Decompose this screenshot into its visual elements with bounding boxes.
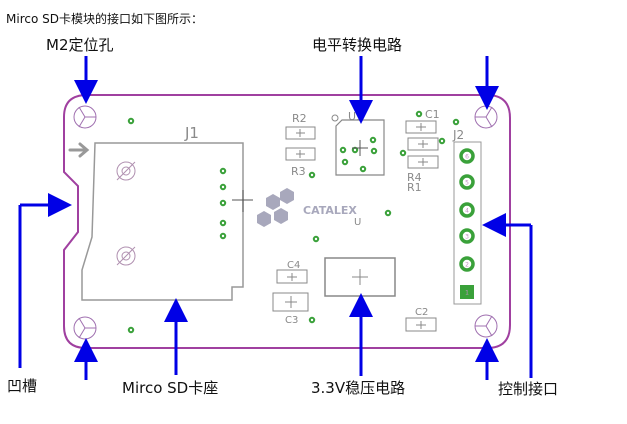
resistor-r2 (285, 126, 316, 140)
header-pin-label: 3 (465, 234, 469, 241)
crosshair-u1 (352, 140, 368, 156)
designator-j1: J1 (184, 124, 199, 142)
brand-text: CATALEX (303, 204, 357, 217)
capacitor-c4 (276, 269, 308, 284)
capacitor-c2 (405, 317, 437, 332)
mounting-hole-bottom-right (474, 314, 498, 338)
header-pin-1 (460, 285, 474, 299)
board-edge (63, 94, 511, 349)
resistor-r3 (285, 147, 316, 161)
sd-socket-post-top (116, 161, 136, 181)
header-pin-5 (459, 174, 475, 190)
header-pin-3 (459, 228, 475, 244)
vias (127, 110, 460, 334)
level-shifter-ic (335, 119, 385, 176)
designator-c4: C4 (287, 260, 300, 271)
label-sd-socket: Mirco SD卡座 (122, 379, 219, 397)
resistor-r4 (407, 137, 439, 151)
designator-r1: R1 (407, 181, 422, 194)
designator-r4: R4 (407, 171, 422, 184)
header-pin-label: 1 (465, 290, 469, 297)
label-control-interface: 控制接口 (498, 380, 559, 398)
resistor-r1 (407, 155, 439, 169)
label-regulator: 3.3V稳压电路 (311, 379, 406, 397)
designator-u: U (354, 217, 361, 228)
crosshair-j1 (232, 190, 253, 212)
designator-r3: R3 (291, 165, 306, 178)
capacitor-c3 (272, 292, 309, 312)
designator-c3: C3 (285, 315, 298, 326)
header-pin-label: 5 (465, 180, 469, 187)
pin1-marker (331, 114, 339, 122)
catalex-logo-icon (257, 188, 294, 227)
insert-direction-icon (68, 142, 90, 158)
header-pin-4 (459, 202, 475, 218)
label-level-shifter: 电平转换电路 (312, 36, 403, 54)
header-pin-2 (459, 256, 475, 272)
mounting-hole-top-left (73, 105, 97, 129)
diagram-caption: Mirco SD卡模块的接口如下图所示： (6, 12, 203, 26)
annotation-arrows (18, 56, 533, 380)
header-pin-label: 6 (465, 154, 469, 161)
header-pin-6 (459, 148, 475, 164)
label-notch: 凹槽 (7, 377, 38, 395)
control-header-outline (453, 141, 482, 305)
designator-c1: C1 (425, 108, 440, 121)
control-header-pins: 6 5 4 3 2 1 (459, 148, 475, 299)
designator-r2: R2 (292, 112, 307, 125)
header-pin-label: 4 (465, 208, 469, 215)
designator-c2: C2 (415, 307, 428, 318)
label-mounting-hole: M2定位孔 (46, 36, 114, 54)
designator-j2: J2 (452, 128, 464, 142)
sd-socket-post-bottom (116, 246, 136, 266)
capacitor-c1 (405, 120, 437, 134)
header-pin-label: 2 (465, 262, 469, 269)
